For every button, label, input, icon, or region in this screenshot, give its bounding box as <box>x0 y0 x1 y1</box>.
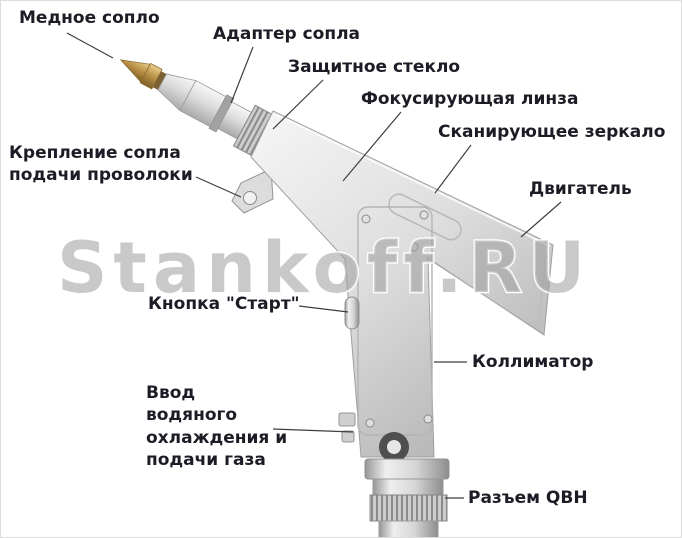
label-water-gas-inlet: Ввод водяного охлаждения и подачи газа <box>146 383 288 471</box>
label-protective-glass: Защитное стекло <box>288 57 461 77</box>
body-top-highlight <box>276 114 551 247</box>
leader-start-button <box>298 305 349 313</box>
panel-screw <box>423 414 433 424</box>
label-focusing-lens: Фокусирующая линза <box>361 89 579 109</box>
qbh-knurled-ring <box>369 494 448 522</box>
qbh-barrel <box>378 520 439 537</box>
qbh-collar <box>364 458 450 480</box>
panel-screw <box>409 242 419 252</box>
welding-gun-illustration <box>119 59 554 537</box>
panel-screw <box>361 214 371 224</box>
label-start-button: Кнопка "Старт" <box>148 294 300 314</box>
leader-wire-feed-mount <box>195 176 242 198</box>
wire-feed-mount-bracket <box>231 168 274 214</box>
leader-focusing-lens <box>342 111 402 182</box>
panel-screw <box>419 210 429 220</box>
qbh-connector <box>364 458 450 537</box>
gun-body <box>250 110 554 458</box>
mirror-housing-slot <box>388 193 462 241</box>
motor-end-cap-line <box>537 252 547 328</box>
label-copper-nozzle: Медное сопло <box>19 8 160 28</box>
leader-lines <box>66 32 562 499</box>
nozzle-ring <box>152 71 167 90</box>
leader-scanning-mirror <box>434 144 472 194</box>
leader-protective-glass <box>272 79 324 130</box>
water-cooling-fitting <box>338 412 356 427</box>
gas-supply-fitting <box>341 430 355 443</box>
label-wire-feed-mount: Крепление сопла подачи проволоки <box>9 143 193 186</box>
bracket-hole <box>243 191 257 205</box>
bracket-plate <box>231 168 274 214</box>
label-qbh-connector: Разъем QBH <box>468 488 588 508</box>
watermark: Stankoff.RU <box>57 227 591 309</box>
collimator-arch-inner <box>387 440 401 454</box>
start-button[interactable] <box>344 296 360 330</box>
label-nozzle-adapter: Адаптер сопла <box>213 24 360 44</box>
leader-water-gas-inlet <box>272 428 354 433</box>
arm-bottom-edge <box>429 259 543 334</box>
label-motor: Двигатель <box>529 179 632 199</box>
leader-motor <box>520 201 562 238</box>
label-collimator: Коллиматор <box>472 352 594 372</box>
label-scanning-mirror: Сканирующее зеркало <box>438 122 666 142</box>
qbh-ring <box>372 478 444 496</box>
leader-nozzle-adapter <box>230 46 254 104</box>
leader-copper-nozzle <box>66 32 114 59</box>
panel-screw <box>365 418 375 428</box>
